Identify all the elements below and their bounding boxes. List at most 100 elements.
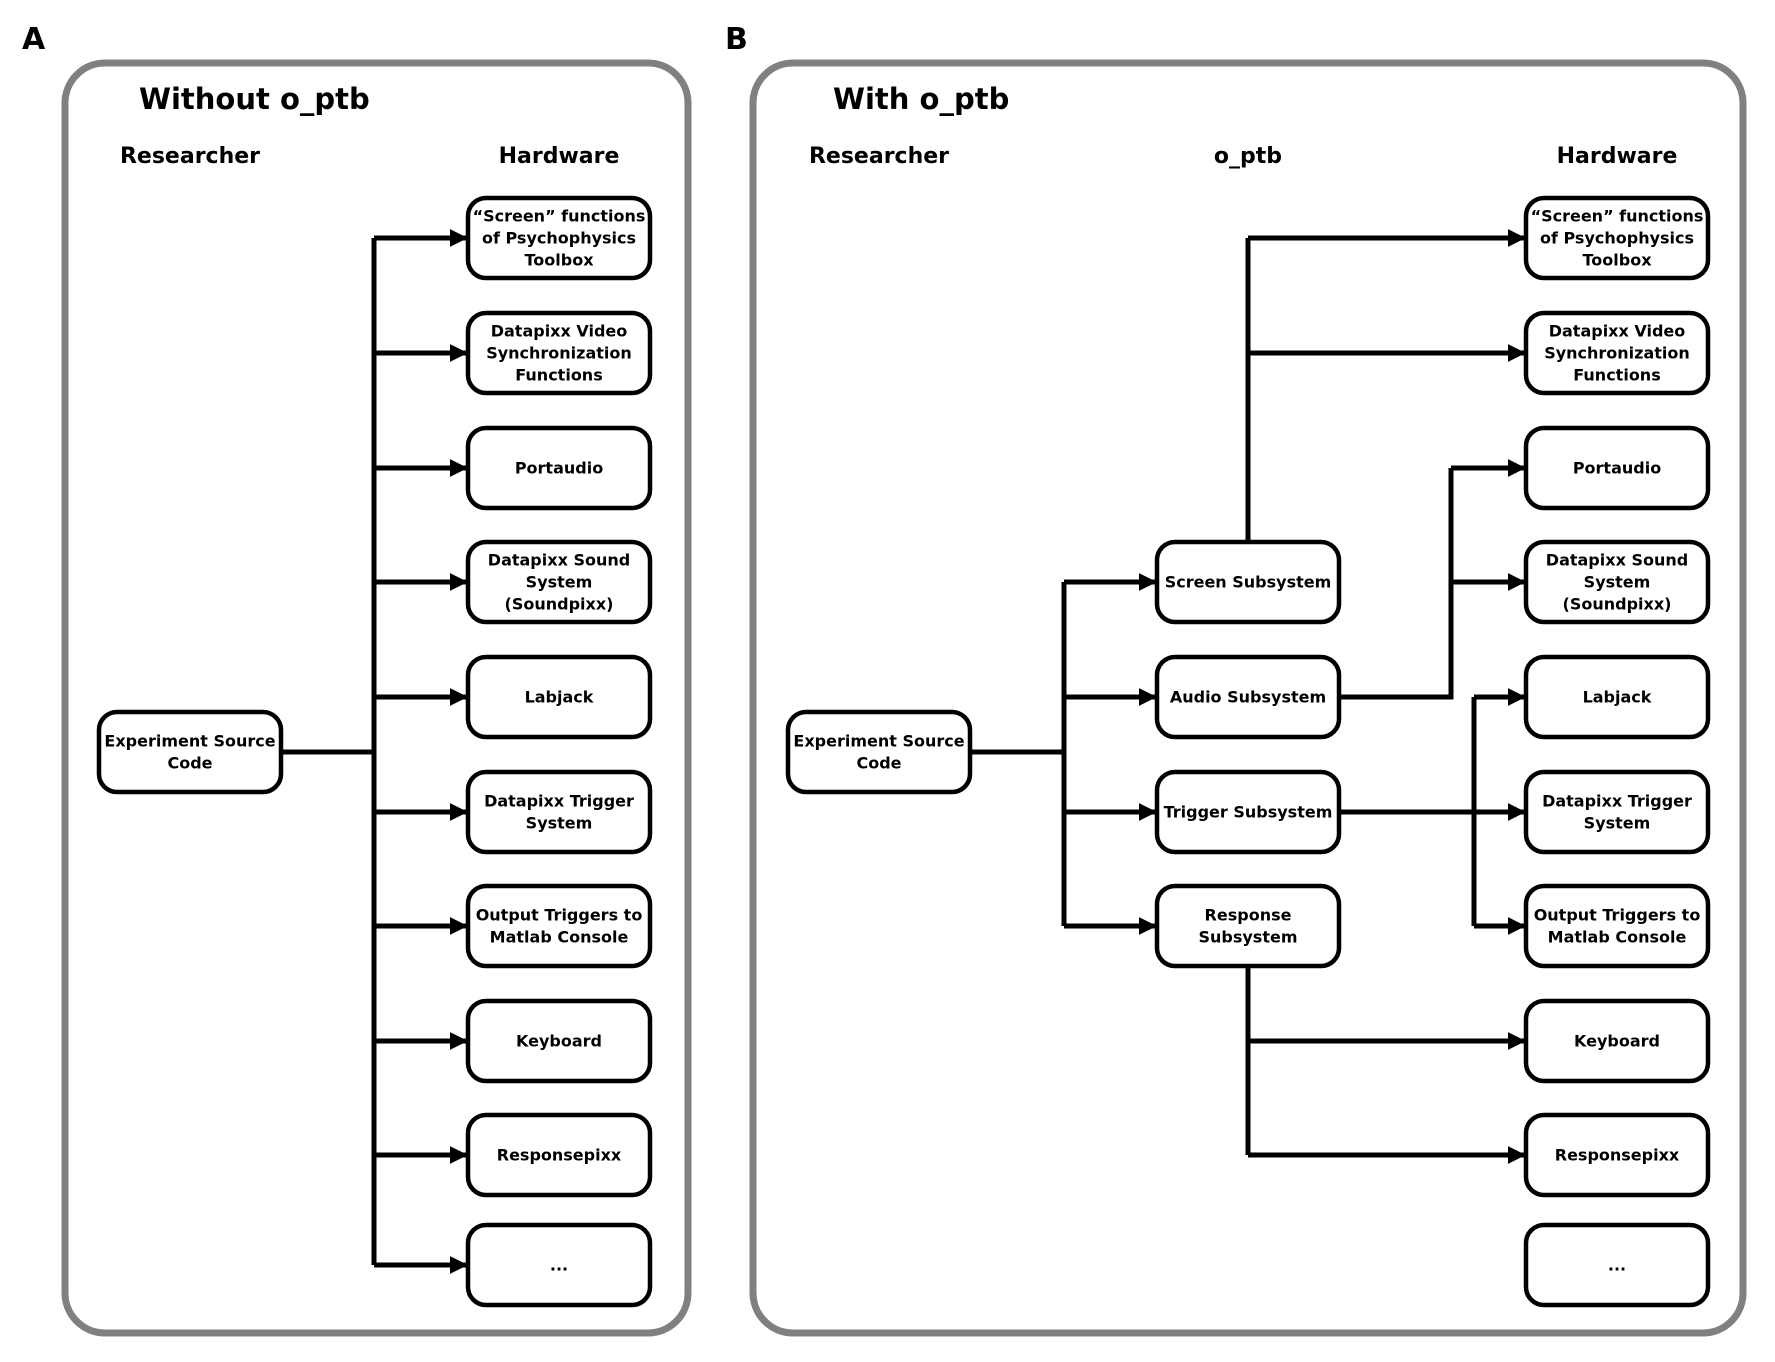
hardware-output-triggers-to-matlab-console-node-box [1523, 883, 1711, 969]
hardware-datapixx-trigger-system-node-label: System [1584, 814, 1651, 833]
experiment-source-code-node-box [96, 709, 284, 795]
trigger-subsystem-node-label: Trigger Subsystem [1164, 803, 1333, 822]
hardware-datapixx-sound-system-soundpixx-node-label: Datapixx Sound [1546, 551, 1688, 570]
hardware-ellipsis-node: ... [465, 1222, 653, 1308]
hardware-datapixx-sound-system-soundpixx-node-box [465, 539, 653, 625]
hardware-responsepixx-node: Responsepixx [465, 1112, 653, 1198]
hardware-output-triggers-to-matlab-console-node-box [465, 883, 653, 969]
hardware-labjack-node-label: Labjack [525, 688, 594, 707]
audio-subsystem-node-label: Audio Subsystem [1170, 688, 1326, 707]
hardware-output-triggers-to-matlab-console-node-label: Matlab Console [1548, 928, 1687, 947]
hardware-ellipsis-node-box [465, 1222, 653, 1308]
hardware-labjack-node: Labjack [1523, 654, 1711, 740]
experiment-source-code-node-label: Experiment Source [104, 732, 275, 751]
hardware-output-triggers-to-matlab-console-node: Output Triggers to Matlab Console [465, 883, 653, 969]
panel-b-connectors [970, 229, 1526, 1164]
hardware-keyboard-node-box [465, 998, 653, 1084]
hardware-screen-functions-of-psychophysics-toolbox-node-label: of Psychophysics [482, 229, 636, 248]
hardware-portaudio-node-box [465, 425, 653, 511]
panel-b-hardware-header: Hardware [1557, 144, 1678, 169]
audio-subsystem-node: Audio Subsystem [1154, 654, 1342, 740]
hardware-datapixx-sound-system-soundpixx-node-label: System [526, 573, 593, 592]
hardware-labjack-node: Labjack [465, 654, 653, 740]
experiment-source-code-node-label: Code [856, 754, 901, 773]
hardware-screen-functions-of-psychophysics-toolbox-node-label: “Screen” functions [1531, 207, 1704, 226]
hardware-portaudio-node: Portaudio [465, 425, 653, 511]
hardware-responsepixx-node: Responsepixx [1523, 1112, 1711, 1198]
hardware-ellipsis-node: ... [1523, 1222, 1711, 1308]
experiment-source-code-node-label: Code [167, 754, 212, 773]
hardware-output-triggers-to-matlab-console-node-label: Matlab Console [490, 928, 629, 947]
hardware-screen-functions-of-psychophysics-toolbox-node-label: Toolbox [524, 251, 594, 270]
panel-b: B With o_ptb Researcher o_ptb Hardware E… [725, 22, 1747, 1337]
hardware-labjack-node-box [465, 654, 653, 740]
hardware-responsepixx-node-label: Responsepixx [1555, 1146, 1680, 1165]
panel-a-hardware-header: Hardware [499, 144, 620, 169]
hardware-datapixx-sound-system-soundpixx-node-label: Datapixx Sound [488, 551, 630, 570]
hardware-screen-functions-of-psychophysics-toolbox-node-box [1523, 195, 1711, 281]
panel-a-frame [61, 59, 692, 1337]
hardware-datapixx-video-synchronization-functions-node-label: Functions [515, 366, 602, 385]
hardware-ellipsis-node-label: ... [1608, 1256, 1626, 1275]
hardware-ellipsis-node-label: ... [550, 1256, 568, 1275]
hardware-keyboard-node: Keyboard [465, 998, 653, 1084]
hardware-datapixx-sound-system-soundpixx-node-box [1523, 539, 1711, 625]
hardware-screen-functions-of-psychophysics-toolbox-node: “Screen” functions of PsychophysicsToolbo… [1523, 195, 1711, 281]
hardware-portaudio-node-label: Portaudio [515, 459, 603, 478]
hardware-datapixx-video-synchronization-functions-node-label: Datapixx Video [1549, 322, 1686, 341]
panel-a-title: Without o_ptb [139, 82, 370, 116]
panel-b-researcher-header: Researcher [809, 144, 949, 169]
response-subsystem-node-box [1154, 883, 1342, 969]
trigger-subsystem-node: Trigger Subsystem [1154, 769, 1342, 855]
audio-subsystem-node-box [1154, 654, 1342, 740]
hardware-keyboard-node-box [1523, 998, 1711, 1084]
hardware-labjack-node-box [1523, 654, 1711, 740]
screen-subsystem-node-label: Screen Subsystem [1165, 573, 1332, 592]
hardware-screen-functions-of-psychophysics-toolbox-node-label: Toolbox [1582, 251, 1652, 270]
hardware-portaudio-node: Portaudio [1523, 425, 1711, 511]
panel-b-optb-header: o_ptb [1214, 144, 1282, 169]
hardware-screen-functions-of-psychophysics-toolbox-node: “Screen” functions of PsychophysicsToolbo… [465, 195, 653, 281]
hardware-datapixx-trigger-system-node-box [465, 769, 653, 855]
hardware-datapixx-video-synchronization-functions-node-label: Synchronization [486, 344, 632, 363]
hardware-output-triggers-to-matlab-console-node-label: Output Triggers to [476, 906, 643, 925]
screen-subsystem-node: Screen Subsystem [1154, 539, 1342, 625]
response-subsystem-node-label: Subsystem [1198, 928, 1297, 947]
hardware-datapixx-video-synchronization-functions-node-box [465, 310, 653, 396]
response-subsystem-node-label: Response [1205, 906, 1292, 925]
hardware-datapixx-trigger-system-node-label: Datapixx Trigger [1542, 792, 1692, 811]
hardware-screen-functions-of-psychophysics-toolbox-node-label: “Screen” functions [473, 207, 646, 226]
panel-b-title: With o_ptb [833, 82, 1009, 116]
hardware-screen-functions-of-psychophysics-toolbox-node-label: of Psychophysics [1540, 229, 1694, 248]
panel-a-connectors [281, 229, 468, 1274]
hardware-portaudio-node-box [1523, 425, 1711, 511]
screen-subsystem-node-box [1154, 539, 1342, 625]
panel-a-researcher-header: Researcher [120, 144, 260, 169]
hardware-datapixx-video-synchronization-functions-node-label: Functions [1573, 366, 1660, 385]
hardware-ellipsis-node-box [1523, 1222, 1711, 1308]
panel-b-frame [749, 59, 1747, 1337]
hardware-datapixx-trigger-system-node-label: System [526, 814, 593, 833]
hardware-portaudio-node-label: Portaudio [1573, 459, 1661, 478]
hardware-keyboard-node-label: Keyboard [516, 1032, 602, 1051]
hardware-keyboard-node: Keyboard [1523, 998, 1711, 1084]
experiment-source-code-node-box [785, 709, 973, 795]
hardware-labjack-node-label: Labjack [1583, 688, 1652, 707]
panel-a-letter: A [22, 22, 46, 57]
hardware-datapixx-sound-system-soundpixx-node-label: (Soundpixx) [1563, 595, 1672, 614]
hardware-datapixx-video-synchronization-functions-node-box [1523, 310, 1711, 396]
hardware-screen-functions-of-psychophysics-toolbox-node-box [465, 195, 653, 281]
